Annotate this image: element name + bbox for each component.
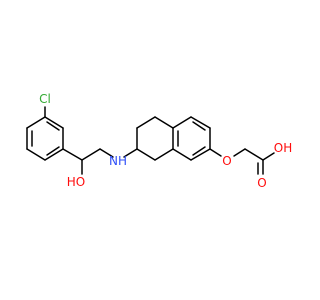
bond [233,148,246,157]
bond [154,148,174,161]
molecule-diagram: Cl HO NH O O OH [26,92,292,190]
bond [192,146,206,156]
bond [172,148,192,161]
bond [192,121,206,131]
molecule-structure: Cl HO NH O O OH [26,92,292,190]
bond [136,116,156,129]
bond [123,148,138,158]
amine-atom: NH [109,154,127,168]
ether-oxygen-atom: O [222,154,231,168]
bond [136,148,156,161]
bond [81,148,101,161]
carbonyl-oxygen-atom: O [257,176,266,190]
bond [244,148,264,161]
bond [44,148,64,161]
bond [46,121,60,131]
atom-labels: Cl HO NH O O OH [39,92,292,190]
bond [26,116,46,129]
hydroxyl-atom: HO [67,175,85,189]
acid-hydroxyl-atom: OH [274,141,292,155]
bond [154,116,174,129]
bonds [26,106,275,175]
bond [172,116,192,129]
bond [190,148,211,161]
bond [209,148,222,157]
bond [44,116,64,129]
bond [190,116,211,129]
bond [46,146,60,156]
bond [262,152,275,161]
bond [62,148,83,161]
bond [26,148,46,161]
bond [99,148,114,158]
chlorine-atom: Cl [39,92,51,106]
